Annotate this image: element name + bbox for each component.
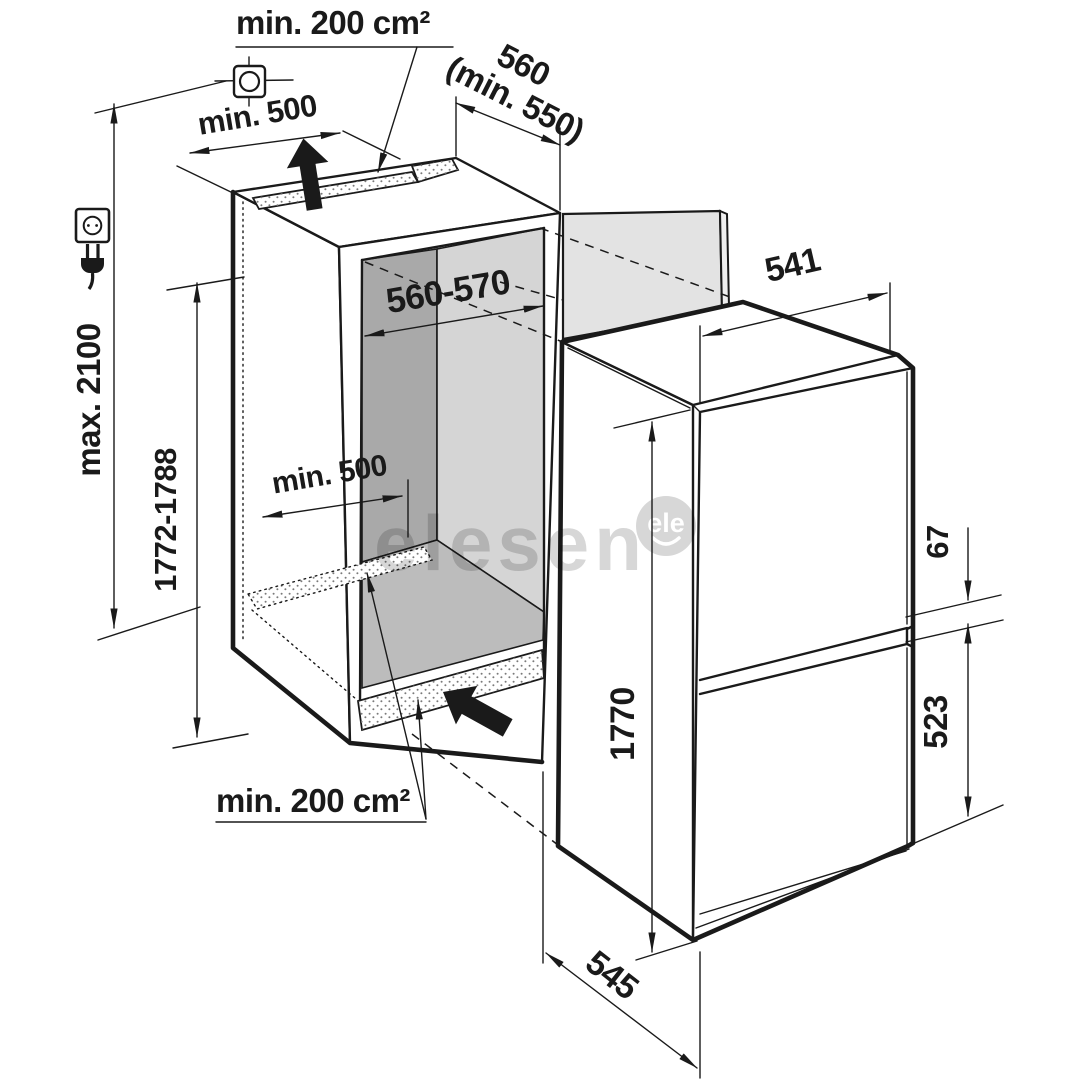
appliance-outline-top-thick bbox=[559, 299, 916, 846]
dim-ceiling-max: max. 2100 bbox=[70, 103, 201, 641]
hidden-floor-edge-dotted bbox=[251, 609, 357, 700]
door-gap-upper-line bbox=[698, 626, 909, 682]
top-vent-strip bbox=[251, 158, 460, 210]
dim-appliance-height: 1770 bbox=[604, 409, 698, 961]
plinth-vent-strip bbox=[357, 648, 545, 732]
wall-socket-icon bbox=[74, 207, 111, 244]
svg-text:1772-1788: 1772-1788 bbox=[148, 448, 183, 592]
power-plug-icon bbox=[81, 244, 104, 290]
opening-top-edge bbox=[360, 226, 546, 262]
niche-outline-thick bbox=[230, 189, 545, 765]
niche-cabinet bbox=[230, 156, 562, 765]
svg-text:min. 200 cm²: min. 200 cm² bbox=[236, 4, 430, 41]
airflow-in-arrow bbox=[443, 685, 513, 737]
dim-hinge-gap: 67 bbox=[905, 525, 1004, 846]
label-vent-top: min. 200 cm² bbox=[235, 4, 454, 173]
floor-vent-strip bbox=[246, 546, 434, 610]
svg-text:67: 67 bbox=[920, 525, 955, 558]
label-vent-bottom: min. 200 cm² bbox=[215, 572, 427, 823]
projection-dash-bottom bbox=[411, 733, 559, 846]
door-step-connector bbox=[692, 404, 701, 413]
svg-text:1770: 1770 bbox=[604, 687, 642, 761]
door-gap-notch bbox=[905, 624, 915, 649]
appliance-top-step-line bbox=[567, 347, 691, 409]
projection-dash-top-left bbox=[364, 261, 561, 342]
watermark-badge-text: ele bbox=[647, 508, 685, 538]
dim-niche-height: 1772-1788 bbox=[148, 276, 249, 749]
svg-text:541: 541 bbox=[761, 241, 823, 290]
airflow-up-arrow bbox=[286, 138, 329, 211]
svg-text:max. 2100: max. 2100 bbox=[70, 323, 107, 476]
svg-text:min. 200 cm²: min. 200 cm² bbox=[216, 782, 410, 819]
appliance bbox=[555, 299, 916, 943]
projection-dash-panel bbox=[539, 227, 731, 298]
svg-text:523: 523 bbox=[917, 695, 954, 749]
appliance-left-face bbox=[556, 340, 695, 942]
watermark-text: elesen bbox=[374, 499, 647, 587]
opening-left-edge bbox=[358, 258, 364, 705]
svg-text:545: 545 bbox=[578, 943, 645, 1007]
dim-lower-door-height: 523 bbox=[917, 623, 972, 817]
door-gap-lower-line bbox=[698, 642, 909, 696]
